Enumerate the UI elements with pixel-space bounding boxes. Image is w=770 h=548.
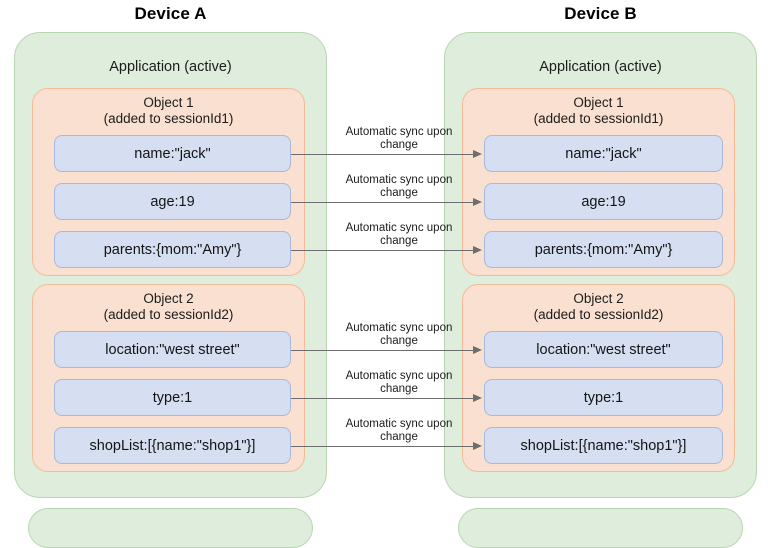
device-a-application-label: Application (active) [109, 59, 232, 75]
device-a-object-1-session: (added to sessionId1) [103, 111, 234, 126]
device-b-property-parents: parents:{mom:"Amy"} [484, 231, 723, 268]
device-b-object-2-session: (added to sessionId2) [533, 307, 664, 322]
sync-label-2-line2: change [380, 187, 418, 199]
sync-arrow-line-3 [291, 250, 474, 251]
device-a-property-parents: parents:{mom:"Amy"} [54, 231, 291, 268]
sync-arrow-line-6 [291, 446, 474, 447]
device-b-property-shoplist: shopList:[{name:"shop1"}] [484, 427, 723, 464]
sync-arrow-line-4 [291, 350, 474, 351]
device-b-property-type: type:1 [484, 379, 723, 416]
sync-label-4-line2: change [380, 335, 418, 347]
sync-arrowhead-icon-5 [473, 394, 482, 402]
sync-arrow-line-1 [291, 154, 474, 155]
sync-arrow-line-2 [291, 202, 474, 203]
sync-arrowhead-icon-2 [473, 198, 482, 206]
device-a-next-panel-partial [28, 508, 313, 548]
device-b-application-label: Application (active) [539, 59, 662, 75]
device-b-object-1-session: (added to sessionId1) [533, 111, 664, 126]
device-a-object-1-name: Object 1 [143, 95, 194, 110]
device-a-property-age: age:19 [54, 183, 291, 220]
sync-label-6-line2: change [380, 431, 418, 443]
device-b-property-name: name:"jack" [484, 135, 723, 172]
device-a-property-location: location:"west street" [54, 331, 291, 368]
sync-label-2-line1: Automatic sync upon [345, 174, 453, 186]
sync-label-4: Automatic sync upon change [327, 322, 471, 348]
device-a-property-shoplist: shopList:[{name:"shop1"}] [54, 427, 291, 464]
sync-arrowhead-icon-6 [473, 442, 482, 450]
device-a-object-2-name: Object 2 [143, 291, 194, 306]
device-a-object-1-header: Object 1 (added to sessionId1) [33, 95, 304, 127]
sync-label-5-line2: change [380, 383, 418, 395]
device-a-property-type: type:1 [54, 379, 291, 416]
sync-label-6-line1: Automatic sync upon [345, 418, 453, 430]
diagram-canvas: Device A Application (active) Object 1 (… [14, 4, 757, 548]
device-a-property-name: name:"jack" [54, 135, 291, 172]
sync-arrowhead-icon-3 [473, 246, 482, 254]
sync-arrow-line-5 [291, 398, 474, 399]
sync-arrowhead-icon-1 [473, 150, 482, 158]
device-b-next-panel-partial [458, 508, 743, 548]
device-b-object-2-header: Object 2 (added to sessionId2) [463, 291, 734, 323]
device-b-object-2-name: Object 2 [573, 291, 624, 306]
sync-label-1-line2: change [380, 139, 418, 151]
sync-label-5: Automatic sync upon change [327, 370, 471, 396]
device-b-object-1-name: Object 1 [573, 95, 624, 110]
sync-label-3-line2: change [380, 235, 418, 247]
sync-label-4-line1: Automatic sync upon [345, 322, 453, 334]
device-b-object-1-header: Object 1 (added to sessionId1) [463, 95, 734, 127]
sync-arrowhead-icon-4 [473, 346, 482, 354]
sync-label-3-line1: Automatic sync upon [345, 222, 453, 234]
sync-label-2: Automatic sync upon change [327, 174, 471, 200]
device-a-title: Device A [134, 4, 207, 23]
sync-label-1: Automatic sync upon change [327, 126, 471, 152]
device-a-object-2-header: Object 2 (added to sessionId2) [33, 291, 304, 323]
sync-label-1-line1: Automatic sync upon [345, 126, 453, 138]
device-b-title: Device B [564, 4, 637, 23]
sync-label-5-line1: Automatic sync upon [345, 370, 453, 382]
sync-label-6: Automatic sync upon change [327, 418, 471, 444]
device-a-object-2-session: (added to sessionId2) [103, 307, 234, 322]
device-b-property-age: age:19 [484, 183, 723, 220]
device-b-property-location: location:"west street" [484, 331, 723, 368]
sync-label-3: Automatic sync upon change [327, 222, 471, 248]
